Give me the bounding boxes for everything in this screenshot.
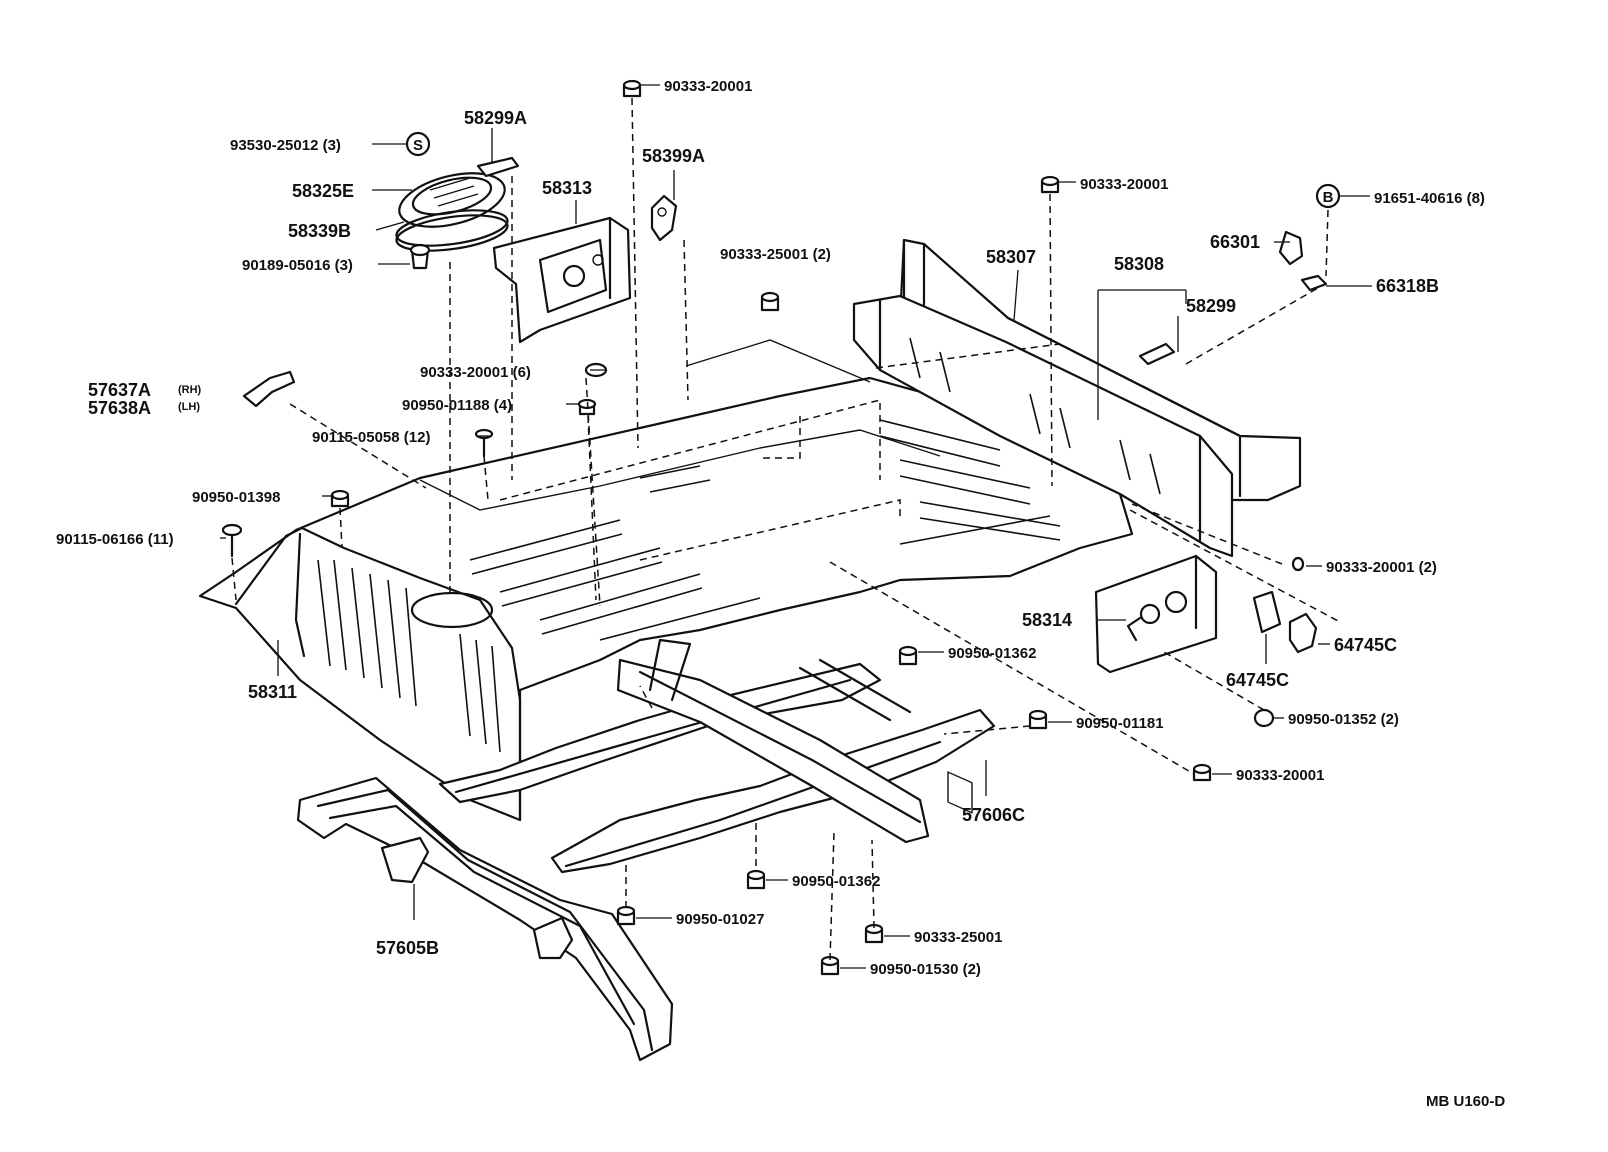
svg-text:S: S	[413, 137, 423, 154]
side-member-cutouts	[909, 337, 1161, 495]
side-member-58308	[852, 294, 1234, 558]
bracket-58314	[1094, 554, 1218, 674]
brace-58313	[492, 216, 632, 344]
label-58399A: 58399A	[642, 146, 705, 166]
label-90333-20001-6: 90333-20001 (6)	[420, 364, 531, 381]
label-90950-01398: 90950-01398	[192, 489, 280, 506]
label-58299A: 58299A	[464, 108, 527, 128]
label-90333-25001-2: 90333-25001 (2)	[720, 246, 831, 263]
label-90950-01188: 90950-01188 (4)	[402, 397, 512, 414]
assembly-dash-lines	[231, 97, 1341, 961]
label-90950-01362-low: 90950-01362	[792, 873, 880, 890]
label-58307: 58307	[986, 247, 1036, 267]
diagram-code: MB U160-D	[1426, 1093, 1505, 1110]
floor-ribs-left	[317, 559, 501, 753]
label-90115-05058: 90115-05058 (12)	[312, 429, 430, 446]
label-58299: 58299	[1186, 296, 1236, 316]
clip-66318B	[1300, 274, 1328, 292]
label-58339B: 58339B	[288, 221, 351, 241]
bracket-58299A	[476, 156, 520, 178]
nut-icon-90950-01362-top	[898, 645, 918, 666]
grommet-64745C-left	[1252, 590, 1282, 634]
label-57637A: 57637A	[88, 380, 151, 400]
label-90115-06166: 90115-06166 (11)	[56, 531, 174, 548]
nut-icon-90950-01398	[330, 489, 350, 508]
nut-icon-90950-01027	[616, 905, 636, 926]
nut-icon-90333-25001-2	[760, 291, 780, 312]
label-58314: 58314	[1022, 610, 1072, 630]
label-90950-01027: 90950-01027	[676, 911, 764, 928]
nut-icon-90333-20001-mid	[1040, 175, 1060, 194]
label-57638A: 57638A	[88, 398, 151, 418]
label-66301: 66301	[1210, 232, 1260, 252]
rear-crossmember-57605B	[296, 776, 674, 1062]
hook-66301	[1278, 230, 1304, 266]
grommet-64745C-right	[1288, 612, 1318, 654]
label-58325E: 58325E	[292, 181, 354, 201]
label-58313: 58313	[542, 178, 592, 198]
bracket-58299	[1138, 342, 1176, 366]
callout-labels: 90333-20001 58299A 93530-25012 (3) 58399…	[56, 78, 1505, 1110]
label-57605B: 57605B	[376, 938, 439, 958]
bolt-icon-90115-06166	[221, 523, 243, 558]
ring-icon-90333-20001-2	[1291, 556, 1305, 572]
label-90333-25001: 90333-25001	[914, 929, 1002, 946]
symbol-b-icon: B	[1315, 183, 1341, 209]
label-64745C-left: 64745C	[1226, 670, 1289, 690]
nut-icon-90333-25001	[864, 923, 884, 944]
label-90333-20001-mid: 90333-20001	[1080, 176, 1168, 193]
label-90189-05016: 90189-05016 (3)	[242, 257, 353, 274]
bolt-icon-90115-05058	[474, 428, 494, 458]
label-90950-01352: 90950-01352 (2)	[1288, 711, 1399, 728]
label-64745C-right: 64745C	[1334, 635, 1397, 655]
floor-ribs-center	[469, 419, 1061, 641]
label-rh: (RH)	[178, 384, 202, 396]
label-58308: 58308	[1114, 254, 1164, 274]
label-90333-20001-2: 90333-20001 (2)	[1326, 559, 1437, 576]
cap-icon-90950-01352	[1253, 708, 1275, 728]
bracket-58399A	[650, 194, 678, 242]
label-90950-01181: 90950-01181	[1076, 715, 1164, 732]
leader-lines	[220, 84, 1372, 969]
label-lh: (LH)	[178, 401, 200, 413]
clip-icon-90189-05016	[409, 243, 431, 270]
service-hole-cover-58325E	[398, 172, 506, 228]
label-90333-20001-top: 90333-20001	[664, 78, 752, 95]
plug-58339B	[395, 209, 509, 252]
nut-icon-90333-20001-top	[622, 79, 642, 98]
label-58311: 58311	[248, 682, 297, 702]
symbol-s-icon: S	[405, 131, 431, 157]
crossmember-57606C	[438, 638, 996, 874]
label-90950-01362-top: 90950-01362	[948, 645, 1036, 662]
nut-icon-90333-20001-low	[1192, 763, 1212, 782]
svg-text:B: B	[1323, 189, 1334, 206]
nut-icon-90950-01181	[1028, 709, 1048, 730]
label-93530-25012: 93530-25012 (3)	[230, 137, 341, 154]
label-66318B: 66318B	[1376, 276, 1439, 296]
label-90950-01530: 90950-01530 (2)	[870, 961, 981, 978]
label-57606C: 57606C	[962, 805, 1025, 825]
label-91651-40616: 91651-40616 (8)	[1374, 190, 1485, 207]
nut-icon-90950-01362-low	[746, 869, 766, 890]
bracket-57637A-57638A	[242, 370, 296, 408]
label-90333-20001-low: 90333-20001	[1236, 767, 1324, 784]
